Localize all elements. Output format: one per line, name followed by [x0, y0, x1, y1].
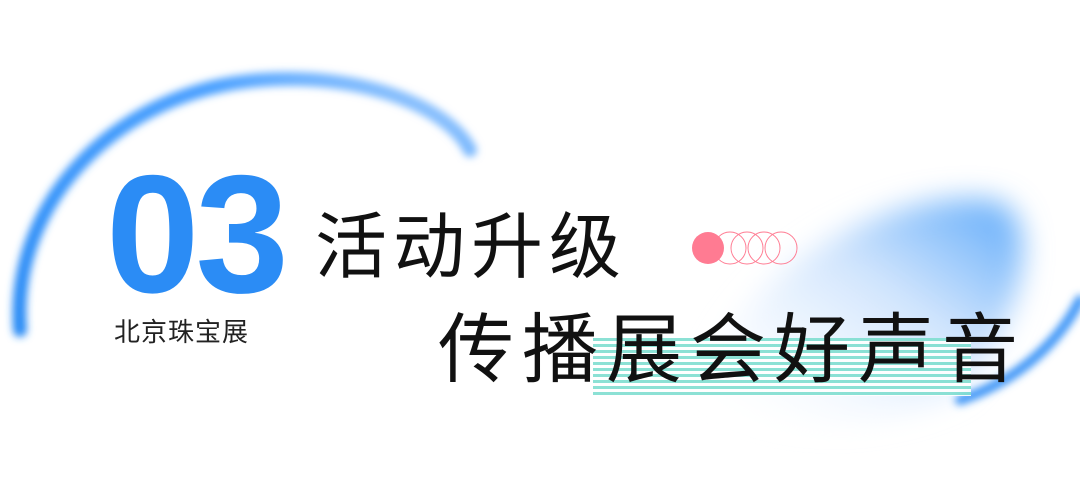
- outline-circle: [730, 231, 764, 265]
- title-line-1: 活动升级: [315, 205, 628, 289]
- left-arc: [12, 72, 477, 337]
- teal-stripes: [593, 338, 971, 396]
- subtitle: 北京珠宝展: [114, 318, 250, 348]
- outline-circle: [713, 231, 747, 265]
- title-line-2: 传播展会好声音: [438, 305, 1026, 394]
- section-number: 03: [106, 140, 289, 328]
- decorative-circles: [692, 231, 798, 265]
- outline-circle: [764, 231, 798, 265]
- right-arc: [955, 295, 1080, 405]
- outline-circle: [747, 231, 781, 265]
